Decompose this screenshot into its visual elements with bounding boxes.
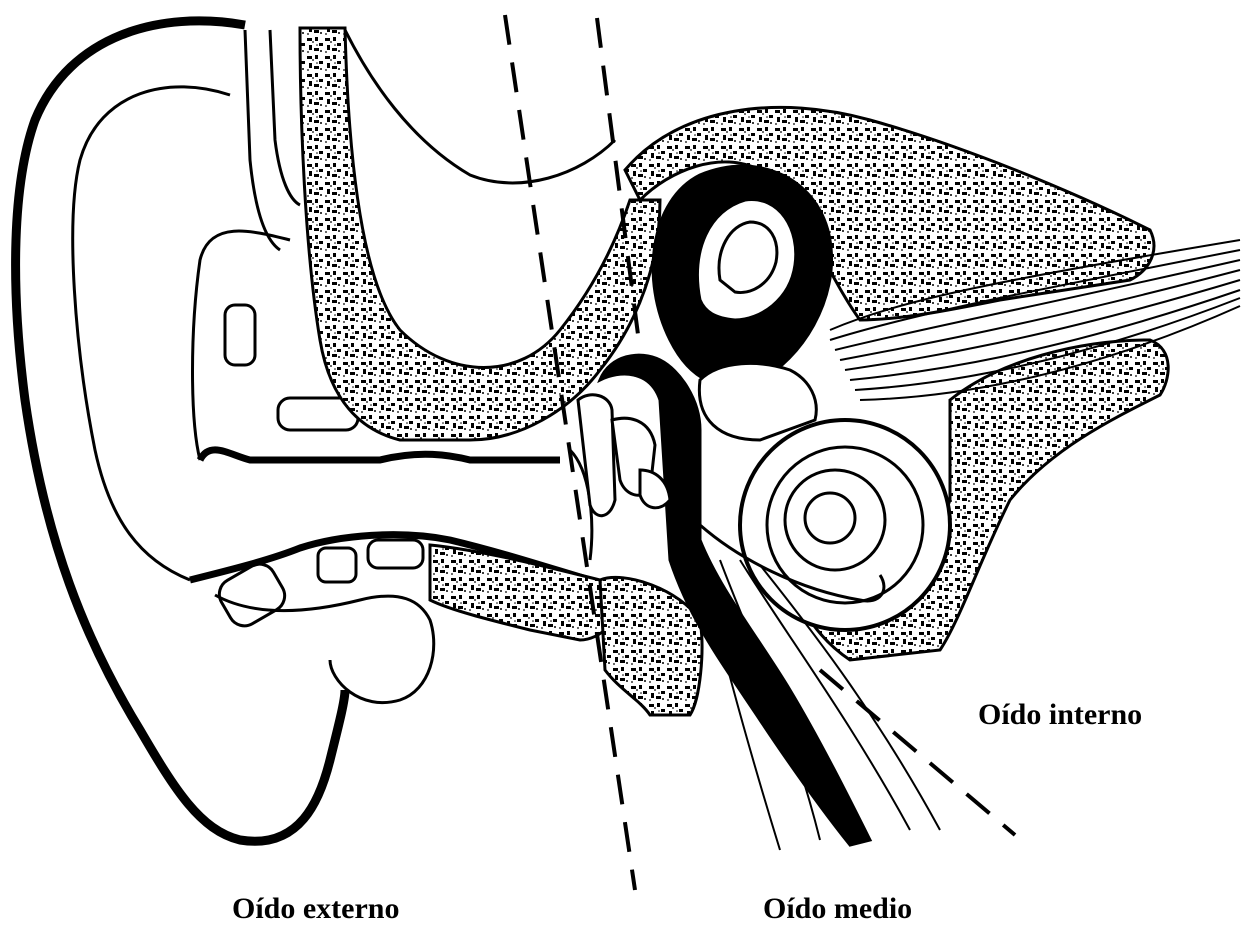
concha-upper [200,450,560,460]
cartilage-slot-1 [225,305,255,365]
upper-fold-b [270,30,300,205]
label-inner-ear: Oído interno [978,698,1142,732]
cartilage-slot-4 [318,548,356,582]
label-middle-ear: Oído medio [763,892,912,926]
helix-inner [73,87,230,580]
skin-curve-top [345,30,615,183]
tragus [193,231,291,460]
ear-lobe [215,595,434,703]
vestibule [699,363,816,440]
label-outer-ear: Oído externo [232,892,399,926]
cartilage-slot-5 [368,540,423,568]
malleus [578,395,615,516]
